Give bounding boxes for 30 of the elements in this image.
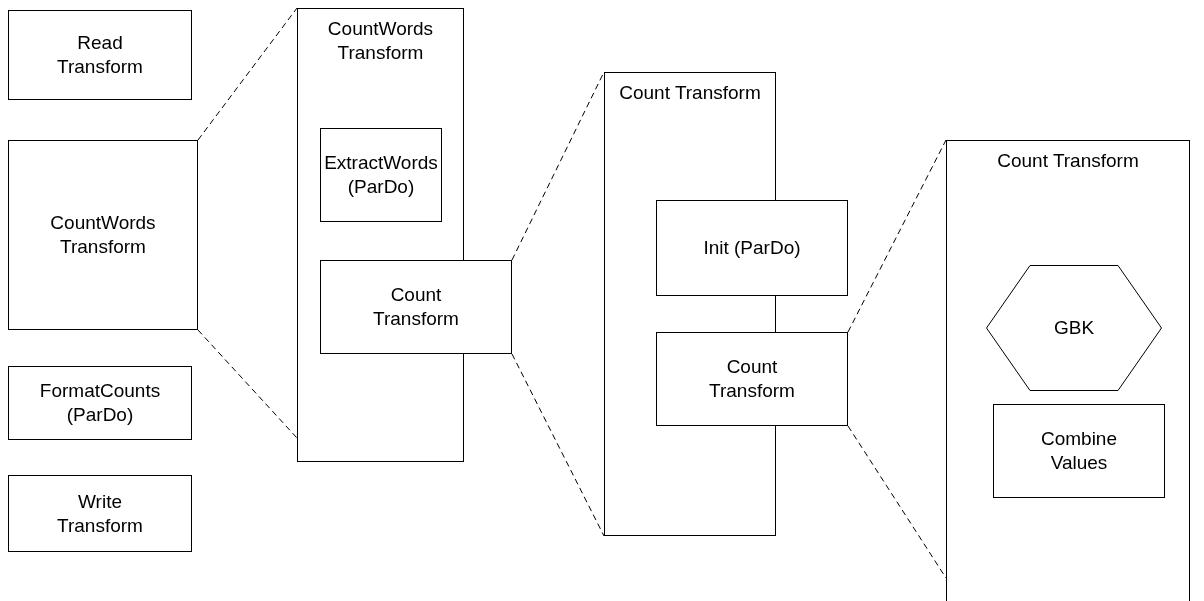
process-box xyxy=(8,366,192,440)
process-box xyxy=(656,200,848,296)
node-label: Write Transform xyxy=(56,489,144,538)
dashed-connector xyxy=(847,139,947,333)
node-label: Combine Values xyxy=(1039,427,1118,475)
node-label: CountWords Transform xyxy=(49,211,157,259)
dashed-connector xyxy=(197,7,298,141)
node-label: FormatCounts (ParDo) xyxy=(38,379,162,427)
group-title: Count Transform xyxy=(996,149,1140,173)
group-title: Count Transform xyxy=(618,81,762,105)
process-box xyxy=(8,140,198,330)
node-label: Count Transform xyxy=(708,355,796,403)
dashed-connector xyxy=(197,329,298,439)
node-label: ExtractWords (ParDo) xyxy=(323,151,439,199)
dashed-connector xyxy=(511,353,605,537)
hexagon-node xyxy=(986,265,1162,391)
node-label: Read Transform xyxy=(56,31,144,79)
group-box xyxy=(946,140,1190,601)
process-box xyxy=(320,260,512,354)
process-box xyxy=(993,404,1165,498)
group-box xyxy=(297,8,464,462)
group-title: CountWords Transform xyxy=(326,17,435,65)
process-box xyxy=(8,10,192,100)
process-box xyxy=(656,332,848,426)
process-box xyxy=(320,128,442,222)
node-label: Init (ParDo) xyxy=(703,236,801,260)
node-label: Count Transform xyxy=(372,283,460,331)
process-box xyxy=(8,475,192,552)
node-label: GBK xyxy=(1053,316,1095,340)
dashed-connector xyxy=(847,425,947,579)
